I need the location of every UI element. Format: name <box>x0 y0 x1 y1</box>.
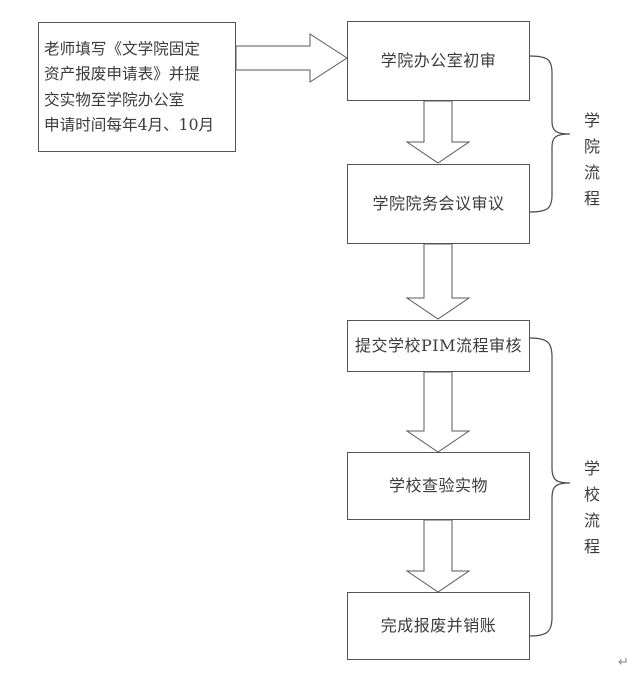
step-box-2[interactable]: 学院院务会议审议 <box>347 164 530 244</box>
arrow-step4-to-step5-shape <box>405 519 471 593</box>
group-label-school-text: 学 校 流 程 <box>583 458 600 556</box>
arrow-source-to-step1 <box>235 33 348 83</box>
step-box-4[interactable]: 学校查验实物 <box>347 452 530 520</box>
arrow-step1-to-step2-shape <box>405 100 471 164</box>
arrow-step4-to-step5 <box>405 519 471 593</box>
source-box-label: 老师填写《文学院固定 资产报废申请表》并提 交实物至学院办公室 申请时间每年4月… <box>44 40 215 134</box>
arrow-step3-to-step4 <box>405 371 471 453</box>
group-brace-college <box>529 55 571 213</box>
arrow-step1-to-step2 <box>405 100 471 164</box>
step-box-5[interactable]: 完成报废并销账 <box>347 592 530 660</box>
arrow-step3-to-step4-shape <box>405 371 471 453</box>
step-box-5-label: 完成报废并销账 <box>380 616 497 635</box>
group-label-college: 学 院 流 程 <box>580 82 604 212</box>
arrow-source-to-step1-shape <box>235 33 348 83</box>
source-box[interactable]: 老师填写《文学院固定 资产报废申请表》并提 交实物至学院办公室 申请时间每年4月… <box>38 22 236 152</box>
group-label-college-text: 学 院 流 程 <box>583 110 600 208</box>
step-box-3[interactable]: 提交学校PIM流程审核 <box>347 320 530 372</box>
group-brace-college-path <box>529 55 571 213</box>
step-box-3-label: 提交学校PIM流程审核 <box>355 336 522 355</box>
step-box-1[interactable]: 学院办公室初审 <box>347 21 530 101</box>
paragraph-mark: ↵ <box>618 655 629 670</box>
group-brace-school <box>529 337 571 637</box>
arrow-step2-to-step3-shape <box>405 243 471 320</box>
group-label-school: 学 校 流 程 <box>580 430 604 560</box>
arrow-step2-to-step3 <box>405 243 471 320</box>
step-box-1-label: 学院办公室初审 <box>380 51 497 70</box>
step-box-2-label: 学院院务会议审议 <box>372 194 505 213</box>
step-box-4-label: 学校查验实物 <box>388 476 488 495</box>
group-brace-school-path <box>529 337 571 637</box>
